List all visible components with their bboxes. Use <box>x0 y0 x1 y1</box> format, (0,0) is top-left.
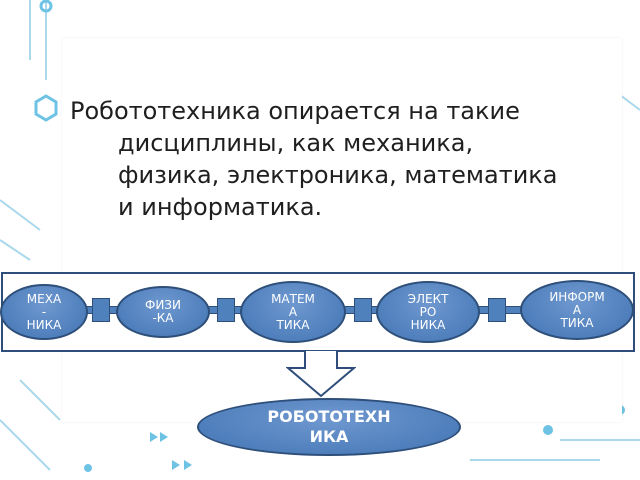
down-arrow <box>286 350 356 398</box>
connector-block-4 <box>488 298 506 322</box>
discipline-mechanics: МЕХА - НИКА <box>0 284 88 340</box>
statement-line-2: дисциплины, как механика, <box>118 129 474 157</box>
content-card <box>62 38 622 422</box>
discipline-mathematics: МАТЕМ А ТИКА <box>240 281 346 343</box>
main-statement: Робототехника опирается на такие дисципл… <box>70 95 640 223</box>
connector-block-1 <box>92 298 110 322</box>
statement-line-1: Робототехника опирается на такие <box>70 97 520 125</box>
statement-line-4: и информатика. <box>118 193 323 221</box>
discipline-informatics: ИНФОРМ А ТИКА <box>520 280 634 340</box>
statement-line-3: физика, электроника, математика <box>118 161 558 189</box>
result-robotics: РОБОТОТЕХН ИКА <box>197 398 461 456</box>
discipline-physics: ФИЗИ -КА <box>116 286 210 338</box>
connector-block-3 <box>354 298 372 322</box>
discipline-electronics: ЭЛЕКТ РО НИКА <box>376 281 480 343</box>
connector-block-2 <box>217 298 235 322</box>
